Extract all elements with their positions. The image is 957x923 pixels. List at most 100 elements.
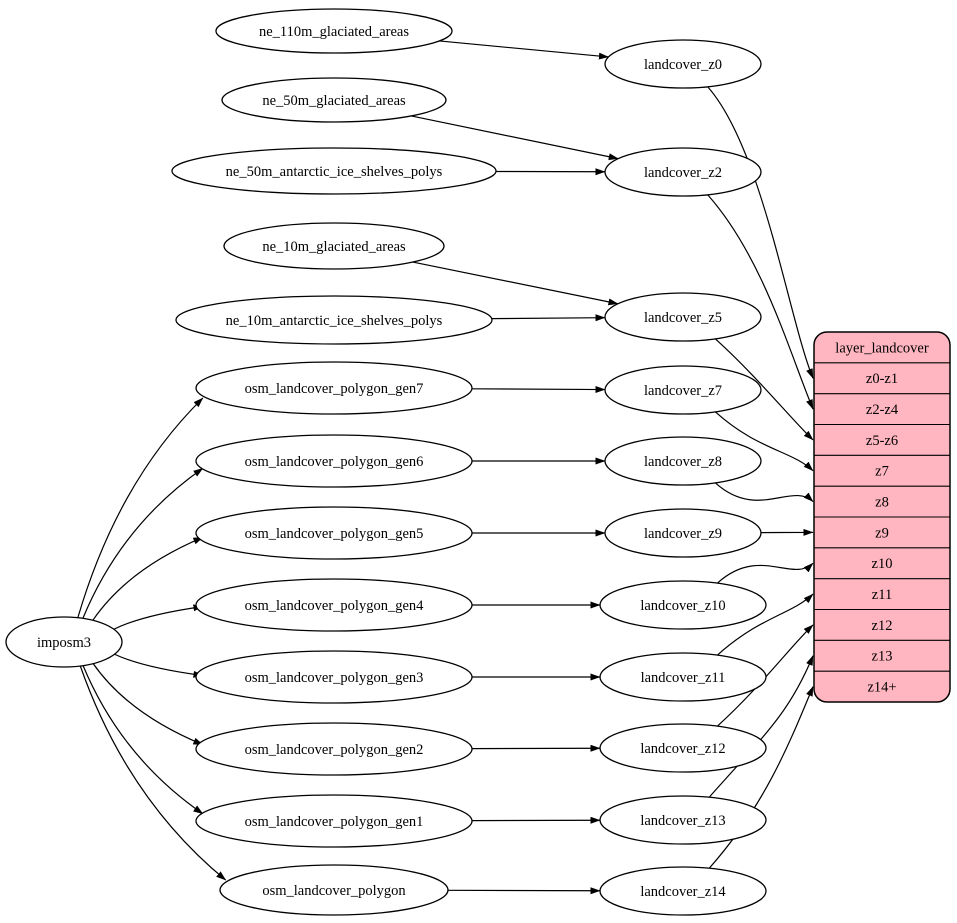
node-ellipse bbox=[215, 8, 453, 54]
table-row: z14+ bbox=[867, 680, 896, 696]
node-label: osm_landcover_polygon_gen4 bbox=[245, 598, 425, 614]
node-landcover_z0: landcover_z0 bbox=[604, 39, 762, 89]
edge-imposm3-to-osm_landcover_polygon bbox=[79, 665, 227, 881]
node-landcover_z10: landcover_z10 bbox=[599, 580, 767, 630]
edge-landcover_z12-to-layer_landcover-z12 bbox=[716, 624, 814, 727]
node-landcover_z11: landcover_z11 bbox=[599, 652, 767, 702]
node-label: landcover_z7 bbox=[644, 383, 722, 399]
edge-landcover_z14-to-layer_landcover-z14+ bbox=[708, 686, 814, 869]
table-row: z0-z1 bbox=[866, 371, 898, 387]
node-label: landcover_z5 bbox=[644, 310, 722, 326]
node-label: landcover_z8 bbox=[644, 454, 722, 470]
node-ellipse bbox=[604, 365, 762, 415]
node-ellipse bbox=[175, 295, 493, 345]
node-ne_50m_glaciated_areas: ne_50m_glaciated_areas bbox=[221, 77, 447, 123]
node-ellipse bbox=[195, 794, 473, 848]
edge-imposm3-to-osm_landcover_polygon_gen5 bbox=[92, 536, 204, 621]
node-ellipse bbox=[599, 866, 767, 916]
node-landcover_z13: landcover_z13 bbox=[599, 795, 767, 845]
edge-landcover_z5-to-layer_landcover-z5-z6 bbox=[714, 338, 814, 441]
edge-landcover_z2-to-layer_landcover-z2-z4 bbox=[707, 194, 814, 410]
edge-landcover_z13-to-layer_landcover-z13 bbox=[708, 655, 814, 798]
table-layer-landcover: layer_landcoverz0-z1z2-z4z5-z6z7z8z9z10z… bbox=[813, 331, 951, 703]
table-row: z8 bbox=[875, 495, 889, 511]
table-row: z7 bbox=[875, 464, 889, 480]
node-label: osm_landcover_polygon_gen3 bbox=[245, 670, 424, 686]
node-label: landcover_z2 bbox=[644, 165, 722, 181]
node-ellipse bbox=[195, 722, 473, 776]
node-label: landcover_z12 bbox=[640, 741, 725, 757]
node-landcover_z5: landcover_z5 bbox=[604, 292, 762, 342]
node-label: osm_landcover_polygon_gen6 bbox=[245, 454, 424, 470]
node-label: ne_50m_glaciated_areas bbox=[262, 93, 406, 109]
node-ellipse bbox=[604, 147, 762, 197]
node-imposm3: imposm3 bbox=[5, 616, 123, 668]
node-ellipse bbox=[599, 652, 767, 702]
node-label: osm_landcover_polygon_gen2 bbox=[245, 742, 424, 758]
edge-imposm3-to-osm_landcover_polygon_gen6 bbox=[82, 467, 204, 619]
node-ne_110m_glaciated_areas: ne_110m_glaciated_areas bbox=[215, 8, 453, 54]
node-label: ne_10m_glaciated_areas bbox=[262, 239, 406, 255]
table-row: z12 bbox=[872, 618, 893, 634]
node-ellipse bbox=[604, 508, 762, 558]
node-ne_50m_antarctic_ice_shelves_polys: ne_50m_antarctic_ice_shelves_polys bbox=[171, 147, 497, 195]
node-ellipse bbox=[604, 292, 762, 342]
node-label: landcover_z9 bbox=[644, 526, 722, 542]
edge-imposm3-to-osm_landcover_polygon_gen7 bbox=[77, 397, 204, 618]
node-ellipse bbox=[171, 147, 497, 195]
node-ellipse bbox=[221, 77, 447, 123]
node-landcover_z9: landcover_z9 bbox=[604, 508, 762, 558]
table-row: z13 bbox=[872, 649, 893, 665]
edge-imposm3-to-osm_landcover_polygon_gen1 bbox=[82, 665, 204, 815]
node-label: landcover_z11 bbox=[641, 670, 726, 686]
node-landcover_z2: landcover_z2 bbox=[604, 147, 762, 197]
node-label: osm_landcover_polygon_gen5 bbox=[245, 526, 424, 542]
edge-landcover_z7-to-layer_landcover-z7 bbox=[714, 411, 814, 472]
node-osm_landcover_polygon_gen4: osm_landcover_polygon_gen4 bbox=[195, 578, 473, 632]
node-ne_10m_glaciated_areas: ne_10m_glaciated_areas bbox=[223, 222, 445, 270]
node-ellipse bbox=[195, 650, 473, 704]
node-label: ne_10m_antarctic_ice_shelves_polys bbox=[226, 313, 443, 329]
node-osm_landcover_polygon_gen2: osm_landcover_polygon_gen2 bbox=[195, 722, 473, 776]
node-ellipse bbox=[599, 580, 767, 630]
edge-landcover_z8-to-layer_landcover-z8 bbox=[714, 482, 814, 503]
table-title: layer_landcover bbox=[835, 340, 929, 356]
node-ellipse bbox=[599, 723, 767, 773]
node-ne_10m_antarctic_ice_shelves_polys: ne_10m_antarctic_ice_shelves_polys bbox=[175, 295, 493, 345]
node-label: ne_50m_antarctic_ice_shelves_polys bbox=[226, 164, 443, 180]
node-ellipse bbox=[195, 361, 473, 415]
node-osm_landcover_polygon: osm_landcover_polygon bbox=[219, 864, 449, 916]
node-landcover_z7: landcover_z7 bbox=[604, 365, 762, 415]
table-row: z11 bbox=[872, 587, 892, 603]
node-label: landcover_z13 bbox=[640, 813, 725, 829]
node-label: osm_landcover_polygon_gen7 bbox=[245, 381, 424, 397]
node-ellipse bbox=[195, 578, 473, 632]
node-ellipse bbox=[5, 616, 123, 668]
node-label: osm_landcover_polygon_gen1 bbox=[245, 814, 424, 830]
node-label: imposm3 bbox=[37, 635, 91, 651]
edge-imposm3-to-osm_landcover_polygon_gen4 bbox=[113, 604, 204, 630]
table-row: z5-z6 bbox=[866, 433, 898, 449]
table-row: z2-z4 bbox=[866, 402, 899, 418]
edge-ne_50m_glaciated_areas-to-landcover_z2 bbox=[411, 115, 619, 161]
node-label: landcover_z14 bbox=[640, 884, 726, 900]
edge-ne_10m_antarctic_ice_shelves_polys-to-landcover_z5 bbox=[491, 314, 606, 322]
edge-ne_110m_glaciated_areas-to-landcover_z0 bbox=[439, 40, 609, 60]
edge-landcover_z10-to-layer_landcover-z10 bbox=[716, 562, 814, 584]
node-landcover_z12: landcover_z12 bbox=[599, 723, 767, 773]
node-label: osm_landcover_polygon bbox=[262, 883, 406, 899]
node-ellipse bbox=[604, 39, 762, 89]
node-osm_landcover_polygon_gen5: osm_landcover_polygon_gen5 bbox=[195, 506, 473, 560]
node-ellipse bbox=[195, 434, 473, 488]
edge-landcover_z0-to-layer_landcover-z0-z1 bbox=[707, 86, 814, 379]
table-row: z10 bbox=[872, 556, 893, 572]
node-label: landcover_z10 bbox=[640, 598, 725, 614]
node-ellipse bbox=[219, 864, 449, 916]
node-ellipse bbox=[195, 506, 473, 560]
node-ellipse bbox=[223, 222, 445, 270]
edge-osm_landcover_polygon_gen7-to-landcover_z7 bbox=[471, 385, 606, 393]
node-ellipse bbox=[599, 795, 767, 845]
node-osm_landcover_polygon_gen1: osm_landcover_polygon_gen1 bbox=[195, 794, 473, 848]
